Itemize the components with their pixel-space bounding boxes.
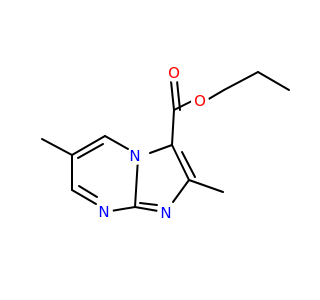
nitrogen-bridgehead: N: [126, 147, 144, 165]
bond: [171, 144, 190, 181]
atom-label-o: O: [194, 92, 206, 110]
bond: [71, 189, 97, 205]
bond: [172, 179, 190, 203]
atom-labels: O O N N N: [95, 64, 209, 222]
bond: [41, 138, 73, 156]
bond: [173, 100, 193, 111]
molecule-diagram: O O N N N: [41, 64, 290, 222]
bond: [71, 135, 106, 156]
bond: [110, 206, 136, 212]
bond: [223, 71, 259, 91]
nitrogen-imidazole: N: [157, 204, 175, 222]
bond: [149, 144, 173, 154]
oxygen-carbonyl: O: [165, 64, 183, 82]
atom-label-o: O: [168, 64, 180, 82]
bond: [170, 80, 175, 111]
bond: [188, 179, 224, 193]
bond: [139, 202, 158, 206]
atom-label-n: N: [98, 203, 109, 221]
atom-label-n: N: [129, 147, 140, 165]
bond-lines: [41, 71, 290, 212]
atom-label-n: N: [160, 204, 171, 222]
bond: [257, 71, 290, 91]
bond: [206, 89, 225, 101]
bond: [134, 206, 159, 212]
bond: [77, 143, 104, 159]
nitrogen-pyrimidine: N: [95, 203, 113, 221]
bond: [104, 135, 129, 150]
bond: [176, 80, 181, 111]
oxygen-ester: O: [191, 92, 209, 110]
bond: [78, 185, 98, 198]
bond: [171, 109, 175, 146]
bond: [134, 157, 139, 208]
bond: [181, 151, 196, 178]
